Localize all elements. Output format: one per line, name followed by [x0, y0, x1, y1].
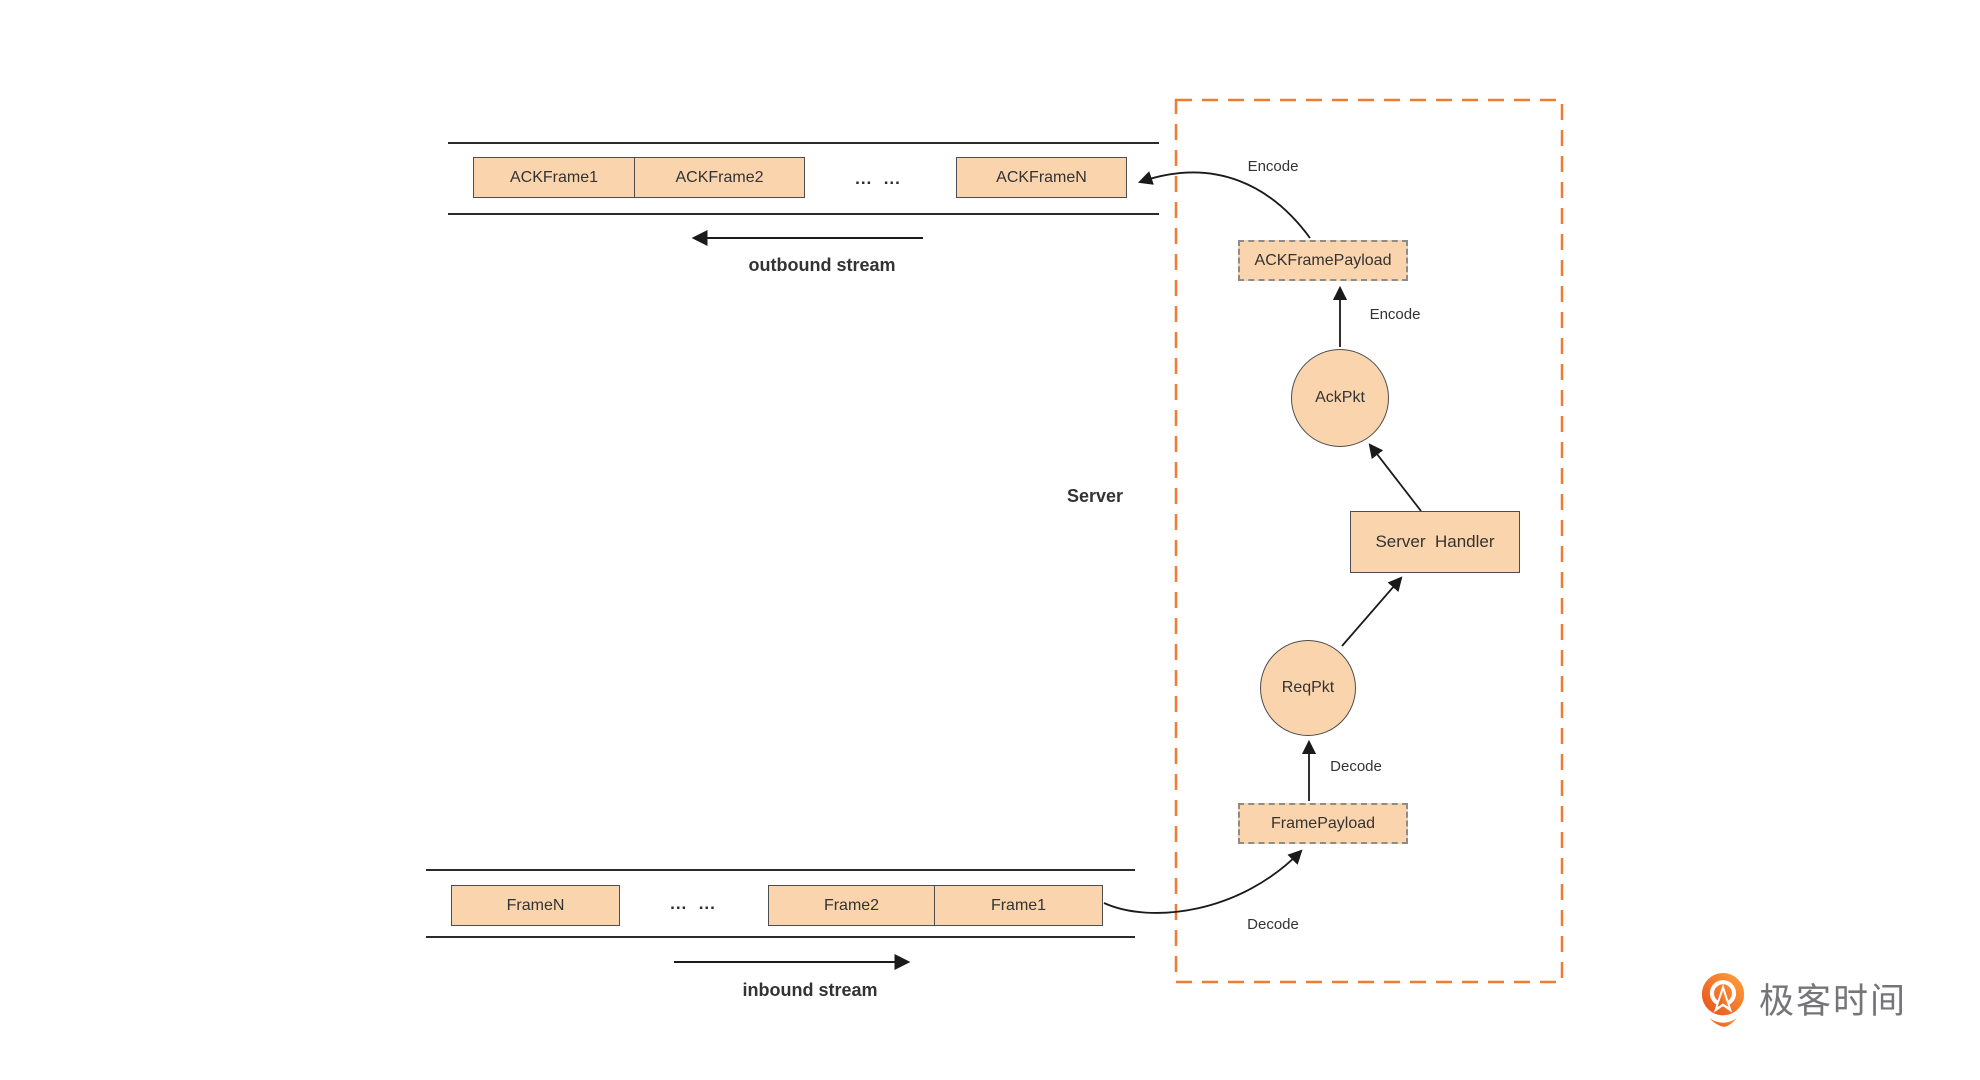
node-server-handler: Server Handler: [1350, 511, 1520, 573]
geektime-brand-text: 极客时间: [1759, 982, 1908, 1021]
frame-box-ackframe1: ACKFrame1: [473, 157, 635, 198]
server-boundary-box: [1174, 98, 1564, 984]
encode-top-label: Encode: [1247, 158, 1299, 175]
outbound-ellipsis: ... ...: [855, 169, 901, 188]
arrow-encode-payload-to-ackframen: [1137, 171, 1311, 239]
node-framepayload: FramePayload: [1238, 803, 1408, 844]
node-ackframepayload: ACKFramePayload: [1238, 240, 1408, 281]
decode-bottom-label: Decode: [1247, 916, 1299, 933]
frame-box-framen: FrameN: [451, 885, 620, 926]
frame-box-frame1: Frame1: [934, 885, 1103, 926]
arrow-reqpkt-to-serverhandler: [1341, 576, 1403, 647]
inbound-stream-label: inbound stream: [742, 980, 878, 1000]
arrow-frame1-to-framepayload: [1103, 849, 1303, 914]
node-ackpkt: AckPkt: [1291, 349, 1389, 447]
frame-box-ackframe2: ACKFrame2: [634, 157, 805, 198]
server-label: Server: [1066, 486, 1124, 506]
geektime-logo: 极客时间: [1700, 972, 1907, 1032]
arrow-serverhandler-to-ackpkt: [1368, 443, 1422, 512]
outbound-stream-line-top: [448, 142, 1159, 144]
encode-mid-label: Encode: [1369, 306, 1421, 323]
frame-box-ackframen: ACKFrameN: [956, 157, 1127, 198]
outbound-stream-label: outbound stream: [748, 255, 896, 275]
node-reqpkt: ReqPkt: [1260, 640, 1356, 736]
frame-box-frame2: Frame2: [768, 885, 935, 926]
inbound-stream-line-top: [426, 869, 1135, 871]
inbound-ellipsis: ... ...: [670, 894, 716, 913]
outbound-stream-line-bottom: [448, 213, 1159, 215]
decode-mid-label: Decode: [1330, 758, 1382, 775]
inbound-stream-line-bottom: [426, 936, 1135, 938]
geektime-pin-icon: [1700, 972, 1746, 1032]
